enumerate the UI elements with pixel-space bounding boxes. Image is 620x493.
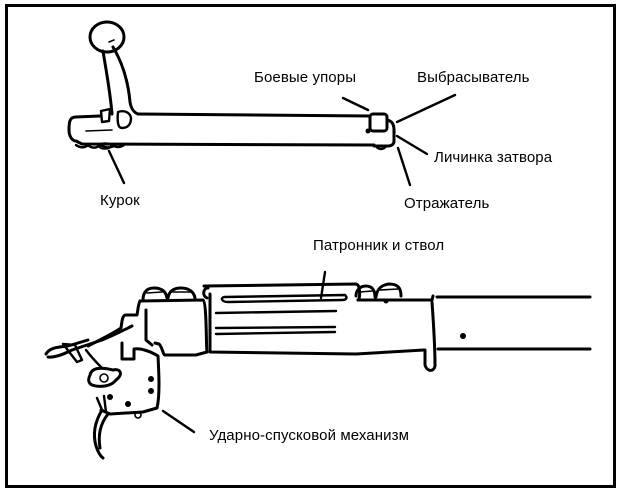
leader-cocking-piece [107, 149, 126, 185]
label-ejector: Отражатель [404, 195, 490, 212]
receiver-grooves [220, 293, 348, 304]
barrel [435, 295, 592, 351]
receiver-assembly [44, 270, 592, 460]
leader-locking-lugs [341, 96, 370, 112]
label-bolt-face: Личинка затвора [434, 149, 553, 166]
bolt-handle-stem [101, 45, 140, 116]
label-locking-lugs: Боевые упоры [254, 69, 357, 86]
cocking-piece [99, 107, 133, 130]
leader-extractor [395, 93, 457, 124]
leader-bolt-face [395, 134, 429, 156]
bolt-handle-knob [88, 20, 126, 54]
leader-chamber-barrel [319, 270, 327, 300]
locking-lug [368, 112, 389, 133]
bolt-assembly [67, 20, 457, 187]
trigger-housing [99, 341, 161, 416]
label-trigger-mechanism: Ударно-спусковой механизм [209, 427, 409, 444]
label-cocking-piece: Курок [100, 192, 140, 209]
safety-lever [44, 324, 134, 359]
bolt-body [67, 112, 376, 147]
diagram-frame [5, 4, 616, 488]
trigger [92, 408, 110, 460]
leader-ejector [396, 146, 412, 187]
label-chamber-and-barrel: Патронник и ствол [313, 237, 445, 254]
label-extractor: Выбрасыватель [417, 69, 530, 86]
leader-trigger-mechanism [161, 409, 196, 434]
